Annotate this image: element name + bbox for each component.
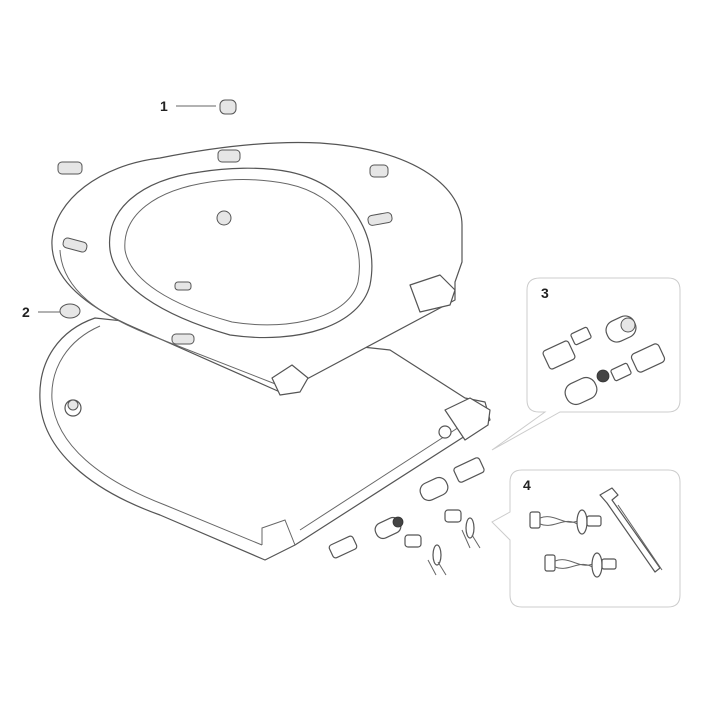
hinge-parts bbox=[542, 315, 666, 406]
cap-right bbox=[369, 164, 389, 178]
callout-4-label: 4 bbox=[523, 477, 531, 493]
fixing-parts bbox=[529, 487, 663, 578]
cap-part-1 bbox=[219, 99, 237, 115]
callout-2-label: 2 bbox=[22, 304, 30, 320]
buffer-part-2 bbox=[59, 303, 81, 319]
callout-3-label: 3 bbox=[541, 285, 549, 301]
seat-ring bbox=[51, 141, 463, 396]
loose-hinge-parts bbox=[328, 457, 485, 576]
callout-box-4: 4 bbox=[491, 469, 681, 608]
callout-1-label: 1 bbox=[160, 98, 168, 114]
seat-lid bbox=[39, 317, 491, 561]
cap-left bbox=[57, 161, 83, 175]
callout-box-3: 3 bbox=[491, 277, 681, 451]
